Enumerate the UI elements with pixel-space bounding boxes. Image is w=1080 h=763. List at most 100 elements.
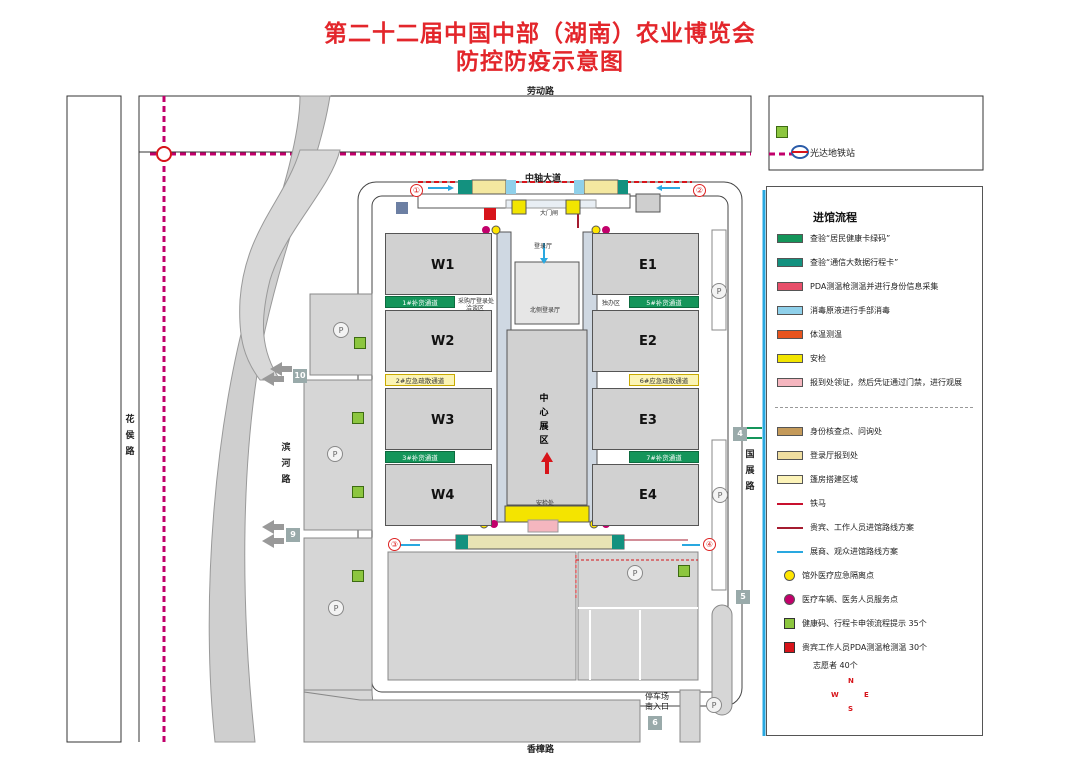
yellow-dot-icon (784, 570, 795, 581)
map-title-line2: 防控防疫示意图 (456, 49, 624, 75)
hall-w2 (385, 310, 492, 372)
legend-divider (775, 407, 973, 408)
legend-item-health-code-tips: 健康码、行程卡申领流程提示 35个 (777, 617, 927, 631)
label-w-side: 采购厅登录处 (458, 298, 495, 305)
hall-w1 (385, 233, 492, 295)
passage-1: 1#补货通道 (385, 296, 455, 308)
gate-10: 10 (293, 369, 307, 383)
hall-e4 (592, 464, 699, 526)
legend-item-vip-route: 贵宾、工作人员进馆路线方案 (777, 521, 914, 535)
passage-7: 7#补货通道 (629, 451, 699, 463)
road-north: 劳动路 (527, 87, 555, 97)
hall-w3-label: W3 (431, 413, 455, 428)
parking-icon: P (333, 322, 349, 338)
swatch-icon (777, 378, 803, 387)
legend-item-temp: 体温测温 (777, 328, 842, 342)
gate-6: 6 (648, 716, 662, 730)
metro-label: 光达地铁站 (810, 149, 856, 159)
legend-item-id-check: 身份核查点、问询处 (777, 425, 882, 439)
hall-e4-label: E4 (639, 488, 657, 503)
parking-icon: P (712, 487, 728, 503)
legend-item-vip-pda: 贵宾工作人员PDA测温枪测温 30个 (777, 641, 927, 655)
compass-s: S (848, 705, 854, 713)
green-square-icon (784, 618, 795, 629)
hall-e1 (592, 233, 699, 295)
gate-4: 4 (733, 427, 747, 441)
legend-item-barrier: 铁马 (777, 497, 826, 511)
parking-icon: P (327, 446, 343, 462)
map-title-line1: 第二十二届中国中部（湖南）农业博览会 (324, 21, 756, 47)
hall-e3 (592, 388, 699, 450)
pin-health (352, 412, 364, 424)
compass-w: W (831, 691, 839, 699)
swatch-icon (777, 282, 803, 291)
hall-e3-label: E3 (639, 413, 657, 428)
swatch-icon (777, 427, 803, 436)
pin-health (354, 337, 366, 349)
legend-item-volunteers: 志愿者 40个 (813, 661, 858, 670)
entry-1: ① (410, 184, 423, 197)
compass-e: E (864, 691, 869, 699)
legend-item-visitor-route: 展商、观众进馆路线方案 (777, 545, 898, 559)
pin-health (352, 570, 364, 582)
label-guard: 大门闸 (540, 210, 559, 217)
swatch-icon (777, 451, 803, 460)
parking-south-entrance-label: 停车场南入口 (645, 692, 669, 711)
swatch-icon (777, 330, 803, 339)
entry-2: ② (693, 184, 706, 197)
hall-w4-label: W4 (431, 488, 455, 503)
legend-item-security: 安检 (777, 352, 826, 366)
road-central-axis: 中轴大道 (525, 174, 562, 184)
road-east: 国展路 (745, 450, 755, 492)
red-square-icon (784, 642, 795, 653)
parking-south-west (387, 551, 577, 681)
pin-health (678, 565, 690, 577)
label-entrance-hall: 登录厅 (534, 243, 553, 250)
west-road-block (66, 95, 122, 743)
hall-e2 (592, 310, 699, 372)
road-west-main: 花侯路 (125, 415, 135, 457)
pin-health (352, 486, 364, 498)
parking-icon: P (706, 697, 722, 713)
swatch-icon (777, 258, 803, 267)
parking-icon: P (627, 565, 643, 581)
swatch-icon (777, 306, 803, 315)
legend-item-tent: 篷房搭建区域 (777, 473, 858, 487)
gate-5: 5 (736, 590, 750, 604)
hall-w4 (385, 464, 492, 526)
entry-4: ④ (703, 538, 716, 551)
label-w-side2: 洽谈区 (466, 305, 485, 312)
gate-9: 9 (286, 528, 300, 542)
compass-n: N (848, 677, 854, 685)
legend-panel: 进馆流程 查验“居民健康卡绿码” 查验“通信大数据行程卡” PDA测温枪测温并进… (766, 186, 983, 736)
passage-5: 5#补货通道 (629, 296, 699, 308)
north-road-block (138, 95, 752, 153)
entry-3: ③ (388, 538, 401, 551)
pin-metro (776, 126, 788, 138)
swatch-icon (777, 354, 803, 363)
legend-item-travel-card: 查验“通信大数据行程卡” (777, 256, 898, 270)
label-e-side: 独办区 (602, 300, 621, 307)
magenta-dot-icon (784, 594, 795, 605)
legend-item-register: 报到处领证，然后凭证通过门禁，进行观展 (777, 376, 962, 390)
passage-3: 3#补货通道 (385, 451, 455, 463)
hall-w2-label: W2 (431, 334, 455, 349)
swatch-icon (777, 475, 803, 484)
legend-item-disinfect: 消毒原液进行手部消毒 (777, 304, 890, 318)
center-hall-shape (506, 329, 588, 506)
passage-6: 6#应急疏散通道 (629, 374, 699, 386)
legend-item-isolation-point: 馆外医疗应急隔离点 (777, 569, 874, 583)
hall-e1-label: E1 (639, 258, 657, 273)
legend-item-pda: PDA测温枪测温并进行身份信息采集 (777, 280, 938, 294)
legend-title: 进馆流程 (813, 211, 857, 224)
road-south: 香樟路 (527, 745, 555, 755)
hall-w1-label: W1 (431, 258, 455, 273)
label-lobby: 北侧登录厅 (530, 307, 561, 314)
arrow-icon (777, 526, 803, 529)
legend-item-green-code: 查验“居民健康卡绿码” (777, 232, 890, 246)
hall-w3 (385, 388, 492, 450)
parking-icon: P (328, 600, 344, 616)
legend-item-lobby-register: 登录厅报到处 (777, 449, 858, 463)
center-hall-label: 中心展区 (539, 394, 549, 446)
legend-item-medical-point: 医疗车辆、医务人员服务点 (777, 593, 898, 607)
